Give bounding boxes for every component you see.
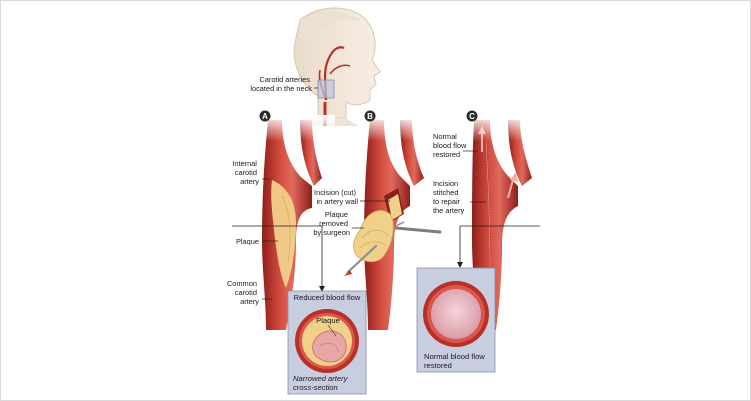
label-plaque-removed: Plaque removed by surgeon — [313, 210, 350, 237]
panel-a-title: Reduced blood flow — [294, 293, 361, 302]
section-line-a — [232, 225, 323, 290]
label-normal-flow: Normal blood flow restored — [433, 132, 468, 159]
badge-c-letter: C — [469, 112, 475, 121]
label-plaque: Plaque — [236, 237, 259, 246]
badge-a — [259, 110, 271, 122]
panel-c-cross-section — [416, 267, 496, 373]
neck-highlight-box — [317, 79, 335, 99]
label-incision: Incision (cut) in artery wall — [314, 188, 358, 206]
panel-a-cross-section — [287, 290, 367, 395]
label-carotid-location: Carotid arteries located in the neck — [250, 75, 312, 93]
badge-b-letter: B — [367, 112, 373, 121]
panel-a-plaque-label: Plaque — [316, 316, 340, 325]
badge-b — [364, 110, 376, 122]
badge-a-letter: A — [262, 112, 268, 121]
probe-icon — [344, 244, 378, 276]
forceps-icon — [394, 221, 442, 234]
badge-c — [466, 110, 478, 122]
panel-c-caption: Normal blood flow restored — [424, 352, 487, 370]
section-line-c — [459, 225, 540, 266]
label-incision-stitched: Incision stitched to repair the artery — [433, 179, 465, 215]
label-common-carotid: Common carotid artery — [227, 279, 259, 306]
panel-a-caption: Narrowed artery cross-section — [293, 374, 350, 392]
removed-plaque — [353, 210, 394, 263]
label-internal-carotid: Internal carotid artery — [232, 159, 259, 186]
